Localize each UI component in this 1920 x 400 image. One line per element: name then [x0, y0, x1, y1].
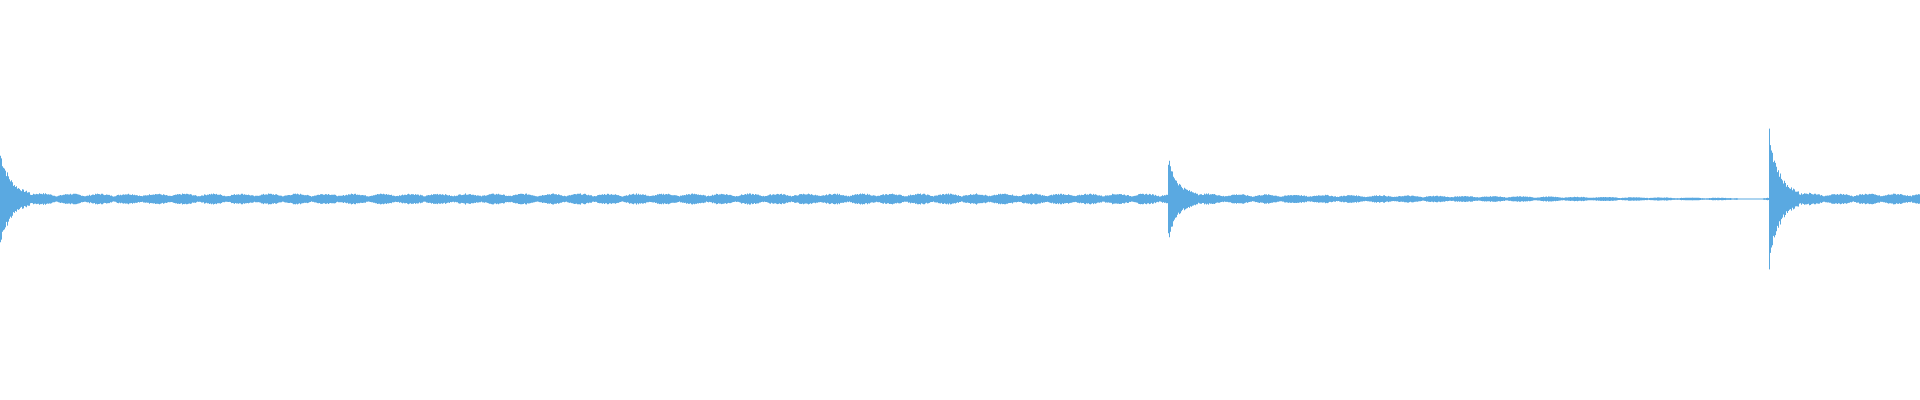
waveform-samples [0, 128, 1920, 270]
